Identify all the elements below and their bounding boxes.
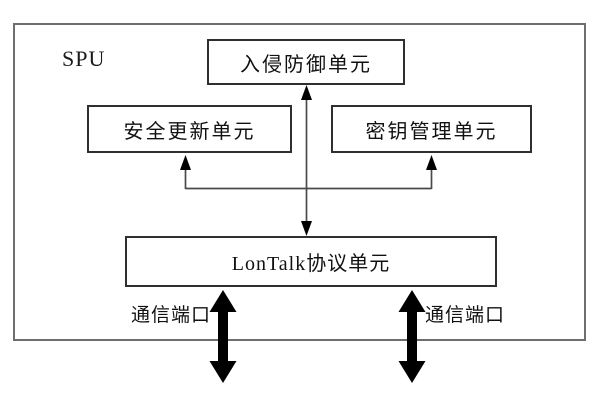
spu-container-frame — [13, 23, 586, 341]
arrow-lontalk-intrusion — [301, 85, 312, 236]
node-lontalk-protocol-label: LonTalk协议单元 — [231, 253, 391, 275]
node-security-update-label: 安全更新单元 — [123, 120, 256, 143]
node-intrusion-prevention-unit: 入侵防御单元 — [207, 39, 405, 85]
port-label-right: 通信端口 — [425, 305, 506, 326]
node-intrusion-prevention-label: 入侵防御单元 — [240, 53, 372, 76]
port-label-left: 通信端口 — [131, 305, 212, 326]
arrow-branch-key — [426, 155, 437, 189]
arrow-branch-update — [180, 155, 191, 189]
spu-container-label: SPU — [62, 46, 106, 71]
thick-arrow-port-right — [398, 290, 426, 383]
node-key-management-unit: 密钥管理单元 — [331, 105, 532, 153]
node-security-update-unit: 安全更新单元 — [87, 105, 292, 153]
node-lontalk-protocol-unit: LonTalk协议单元 — [125, 236, 497, 287]
node-key-management-label: 密钥管理单元 — [365, 120, 498, 143]
thick-arrow-port-left — [209, 290, 237, 383]
